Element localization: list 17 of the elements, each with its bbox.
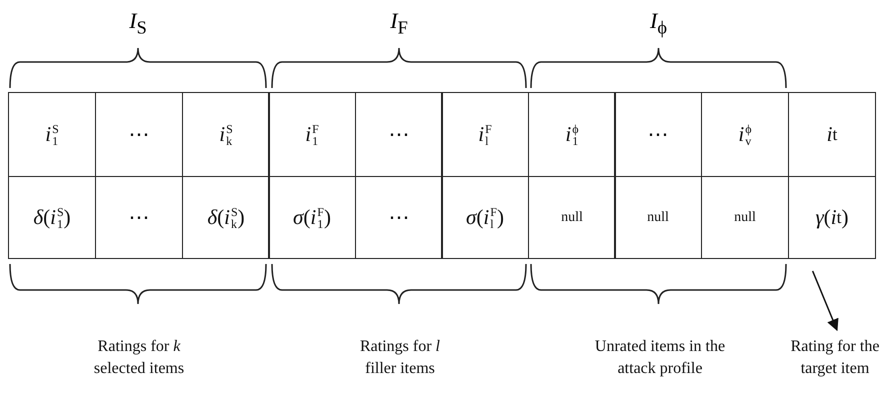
table-cell: null — [614, 176, 702, 259]
caption-text: Unrated items in the attack profile — [594, 337, 726, 379]
caption-text: Ratings for l filler items — [359, 337, 441, 379]
set-label: I$_{ϕ}$ — [649, 8, 668, 38]
arrow — [812, 270, 838, 332]
table-cell: δ(i$^{S}$$_{k}$) — [182, 176, 270, 259]
table-cell: σ(i$^{F}$$_{1}$) — [268, 176, 356, 259]
caption-text: Ratings for k selected items — [92, 337, 186, 379]
table-cell: σ(i$^{F}$$_{l}$) — [441, 176, 529, 259]
table-cell: ⋯ — [355, 92, 443, 177]
table-cell: ⋯ — [355, 176, 443, 259]
set-label: I$_{F}$ — [389, 8, 409, 38]
set-label: I$_{S}$ — [128, 8, 148, 38]
table-cell: null — [528, 176, 616, 259]
table-cell: ⋯ — [614, 92, 702, 177]
table-cell: δ(i$^{S}$$_{1}$) — [8, 176, 96, 259]
caption-text: Rating for the target item — [776, 336, 894, 380]
